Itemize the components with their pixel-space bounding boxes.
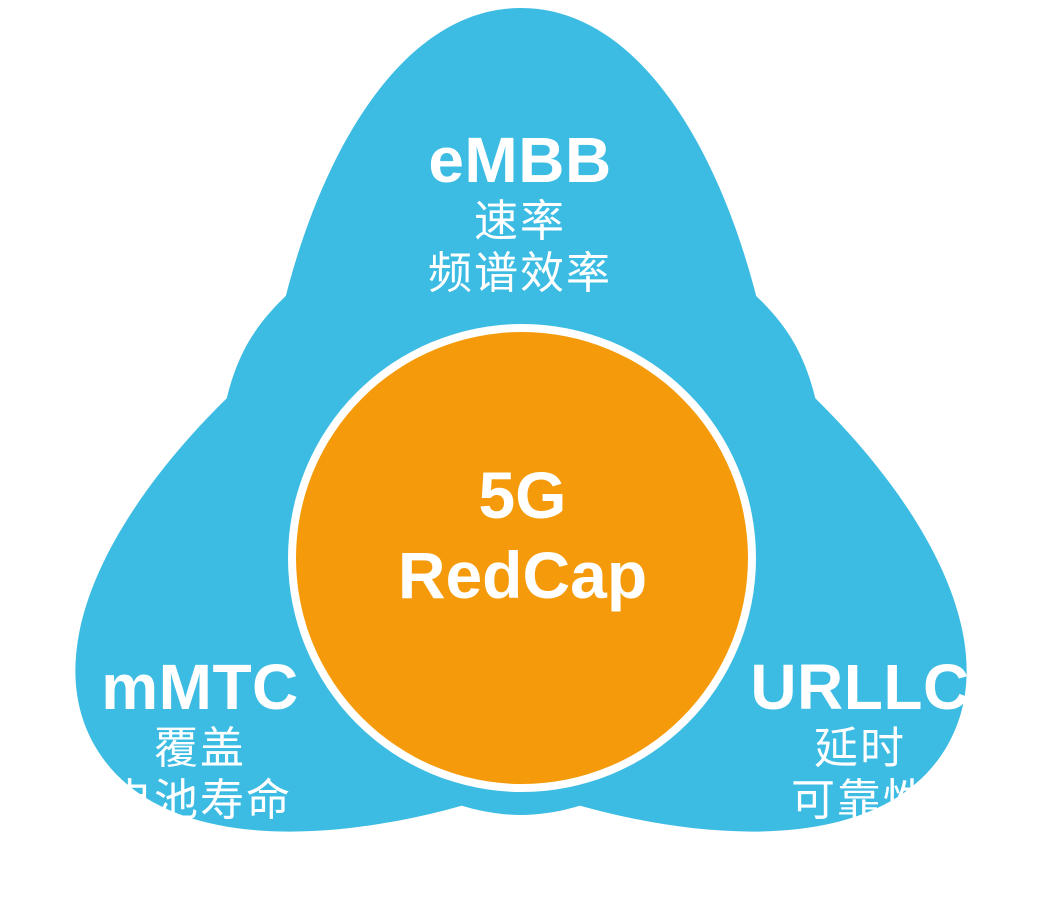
lobe-sub2-mmtc: 电池寿命 [108,776,292,825]
lobe-sub2-embb: 频谱效率 [428,249,612,298]
lobe-sub2-urllc: 可靠性 [791,776,929,825]
lobe-label-urllc: URLLC 延时 可靠性 [690,655,1030,823]
lobe-label-mmtc: mMTC 覆盖 电池寿命 [20,655,380,823]
center-line-2: RedCap [397,538,648,612]
lobe-title-embb: eMBB [428,124,612,196]
lobe-sub1-mmtc: 覆盖 [154,724,246,773]
center-line-1: 5G [478,458,567,532]
lobe-label-embb: eMBB 速率 频谱效率 [300,128,740,296]
lobe-title-mmtc: mMTC [101,651,299,723]
lobe-sub1-urllc: 延时 [814,724,906,773]
lobe-title-urllc: URLLC [750,651,970,723]
center-circle-redcap[interactable] [296,332,748,784]
lobe-sub1-embb: 速率 [474,197,566,246]
center-label: 5G RedCap [300,462,745,608]
